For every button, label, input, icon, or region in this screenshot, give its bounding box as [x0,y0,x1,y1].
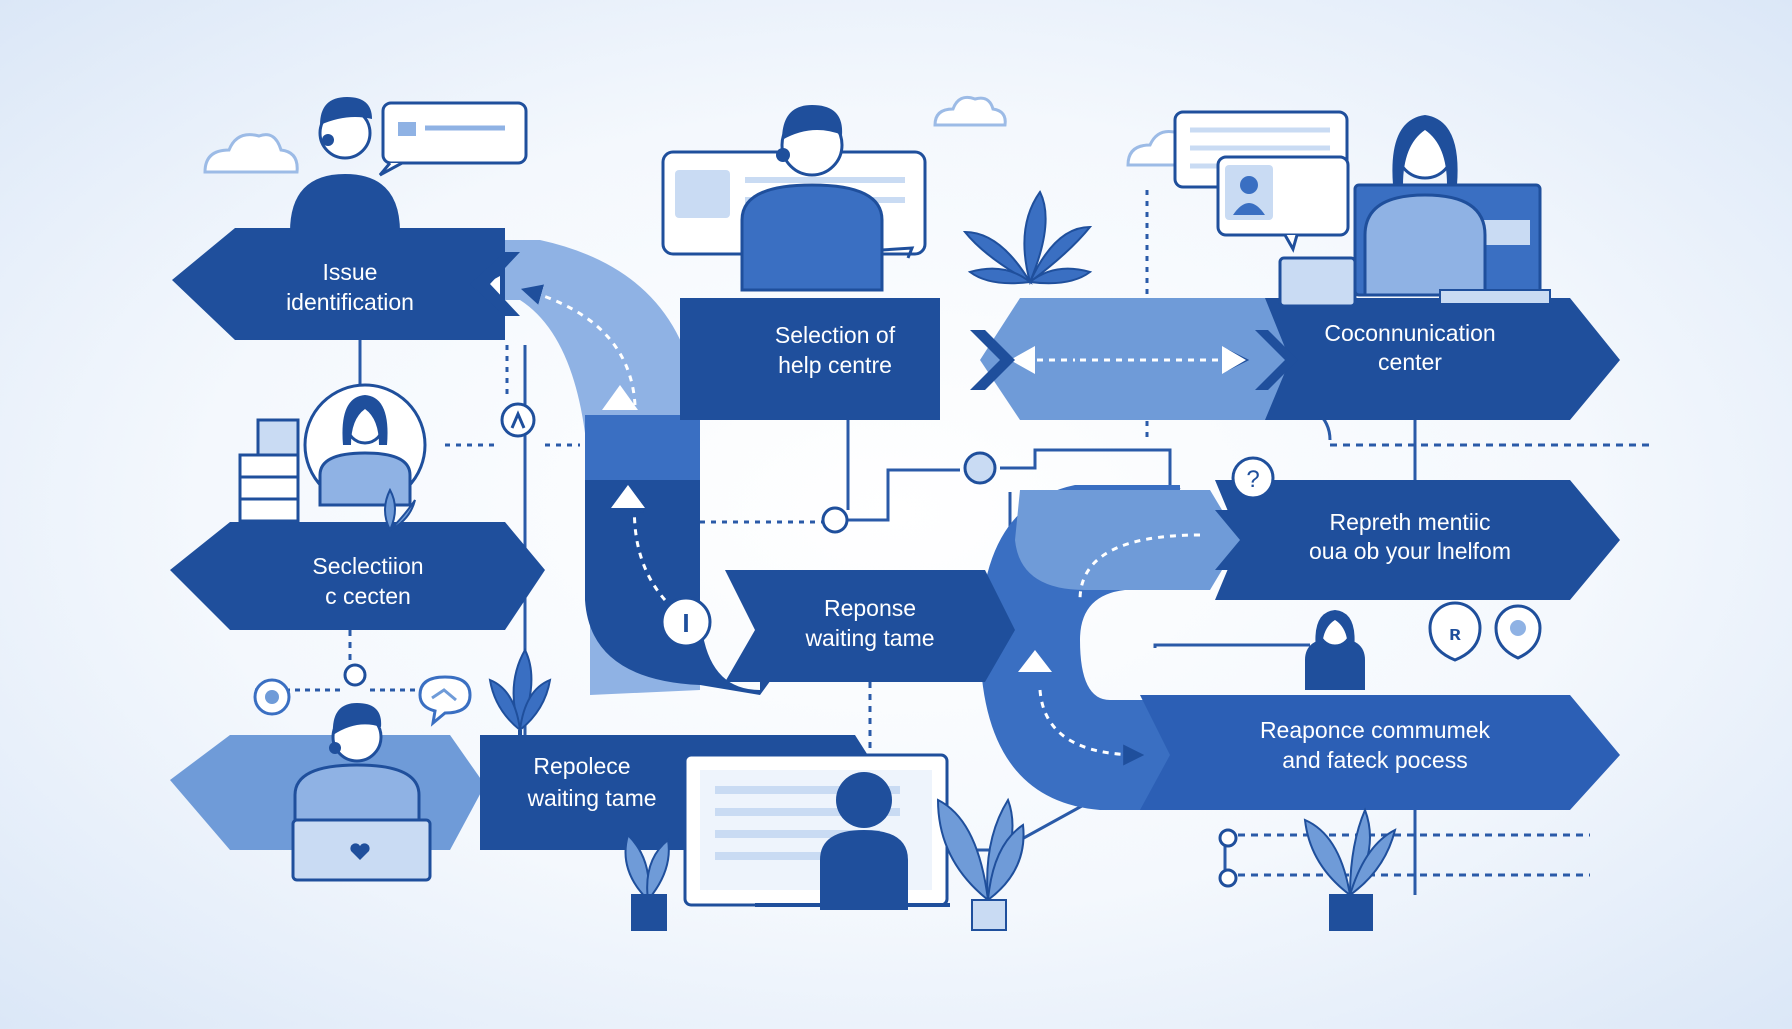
step-reponse-arrow [725,570,1015,682]
step-repreth-line2: oua ob your lnelfom [1309,538,1511,564]
node-circle-icon [963,451,997,485]
agent-person-icon [740,105,915,292]
plant-icon [624,833,670,931]
plant-icon [962,190,1093,286]
step-repolece-line1: Repolece [533,753,630,779]
info-marker-label: I [682,608,689,638]
flow-band-right-pale [1015,490,1240,590]
node-person-icon [500,402,536,438]
step-reponse-line1: Reponse [824,595,916,621]
step-selection-center-arrow [170,522,545,630]
step-issue-arrow [172,228,505,340]
band-chevrons [470,252,1298,570]
agent-person-icon [291,703,432,882]
step-responce-line2: and fateck pocess [1282,747,1467,773]
step-selection-help-arrow [680,298,940,420]
question-marker-label: ? [1246,466,1259,493]
agent-person-icon [290,97,410,234]
plant-icon [384,487,416,533]
location-pin-icon [1494,604,1542,660]
step-communication-line1: Coconnunication [1324,320,1495,346]
chat-bubble-icon [1216,155,1350,253]
chat-badge-icon [418,675,472,727]
agent-person-icon [238,383,427,523]
agent-person-icon [1305,610,1365,690]
flow-band-left-mid [585,415,700,480]
step-repreth-arrow [1215,480,1620,600]
plant-icon [488,647,552,742]
dashed-flow-arrows [520,284,1250,766]
step-issue-line1: Issue [323,259,378,285]
step-communication-line2: center [1378,349,1442,375]
agent-person-icon [1278,115,1551,308]
leaf-badge-icon [253,678,291,716]
step-responce-line1: Reaponce commumek [1260,717,1491,743]
step-selection-help-line1: Selection of [775,322,896,348]
info-marker: I [660,596,712,648]
step-repolece-line2: waiting tame [526,785,656,811]
question-marker: ? [1231,456,1275,500]
node-small-circle [343,663,1238,888]
plant-icon [1303,807,1397,931]
agent-person-icon [683,753,950,910]
flow-band-left-dark [585,480,800,695]
step-issue-line2: identification [286,289,414,315]
step-responce-arrow [1140,695,1620,810]
plant-icon [936,797,1025,931]
chat-bubble-icon [378,101,528,177]
step-communication-arrow [1265,298,1620,420]
step-selection-center-line1: Seclectiion [312,553,423,579]
step-repreth-line1: Repreth mentiic [1329,509,1490,535]
cloud-icon [933,95,1007,127]
cloud-icon [203,133,299,174]
step-selection-center-line2: c cecten [325,583,411,609]
location-pin-icon: ʀ [1428,601,1482,662]
svg-text:ʀ: ʀ [1449,623,1461,645]
node-bell-icon [821,506,849,534]
step-reponse-line2: waiting tame [804,625,934,651]
step-selection-help-line2: help centre [778,352,892,378]
